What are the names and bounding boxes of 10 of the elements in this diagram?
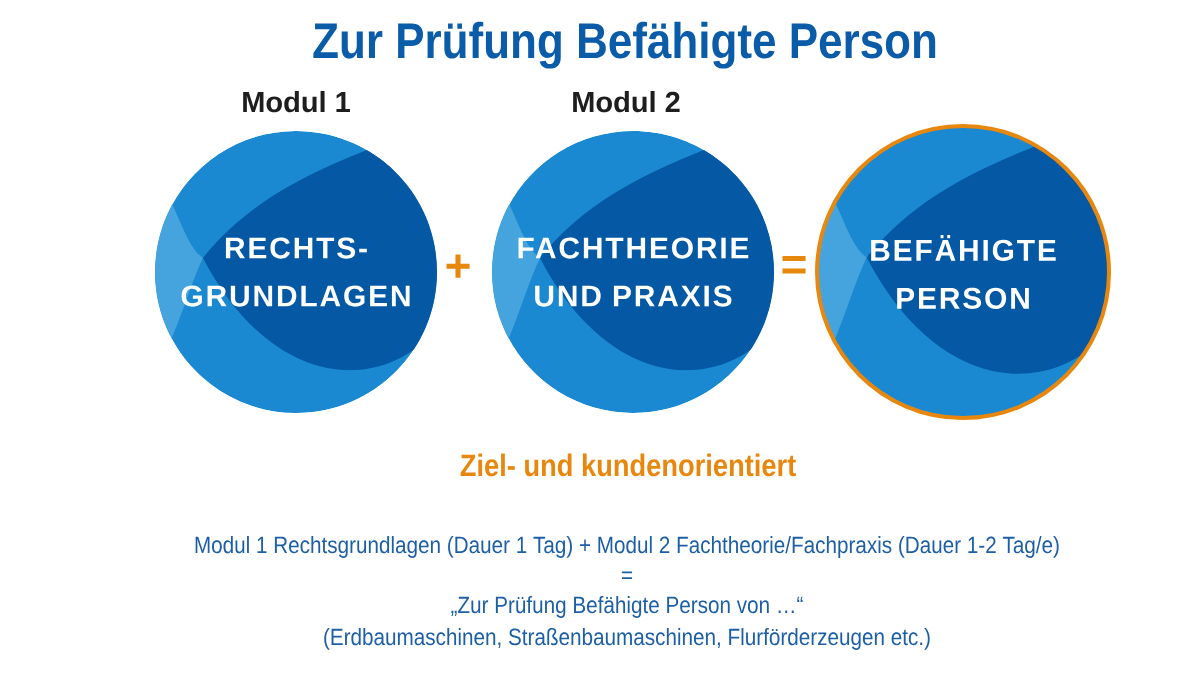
diagram-title: Zur Prüfung Befähigte Person xyxy=(313,21,936,69)
description-line: (Erdbaumaschinen, Straßenbaumaschinen, Flurförderzeugen etc.) xyxy=(324,628,930,650)
plus-sign: + xyxy=(446,254,470,278)
module-heading: Modul 2 xyxy=(573,91,680,113)
description-line: „Zur Prüfung Befähigte Person von …“ xyxy=(451,596,803,618)
equals-sign: = xyxy=(782,256,806,274)
module-heading: Modul 1 xyxy=(243,91,350,113)
equals-sign: = xyxy=(621,571,633,580)
description-line: Modul 1 Rechtsgrundlagen (Dauer 1 Tag) + Modul 2 Fachtheorie/Fachpraxis (Dauer 1-2 Tag/e) xyxy=(195,536,1059,558)
tagline: Ziel- und kundenorientiert xyxy=(460,453,796,477)
